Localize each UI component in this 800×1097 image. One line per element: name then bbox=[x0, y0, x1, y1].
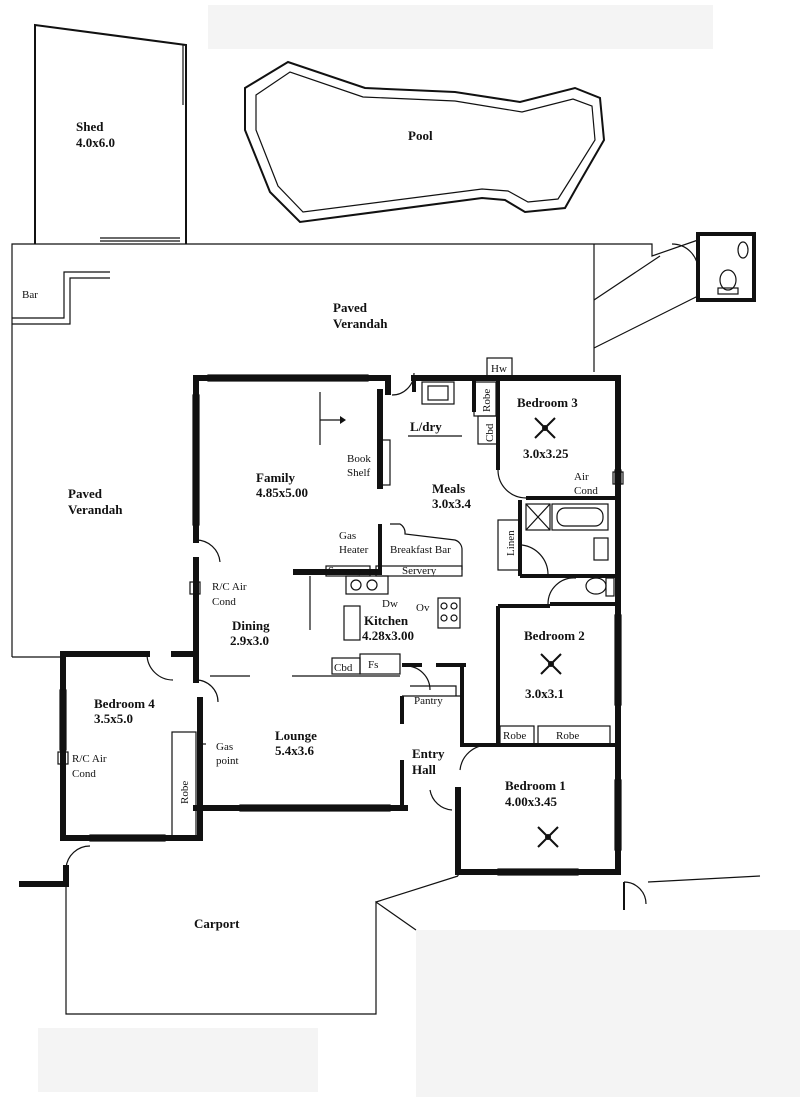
meals-size: 3.0x3.4 bbox=[432, 496, 472, 511]
rc-air-b4-line2: Cond bbox=[72, 768, 96, 780]
bookshelf-line2: Shelf bbox=[347, 467, 371, 479]
rc-air-unit-b4-icon bbox=[57, 751, 69, 765]
outdoor-toilet bbox=[671, 232, 756, 302]
servery-right-label: Servery bbox=[402, 565, 437, 577]
fs-label: Fs bbox=[368, 659, 378, 671]
meals-label: Meals bbox=[432, 481, 465, 496]
carport-label: Carport bbox=[194, 916, 240, 931]
robe2a-label: Robe bbox=[503, 730, 526, 742]
rc-air-b4-line1: R/C Air bbox=[72, 753, 107, 765]
kitchen-size: 4.28x3.00 bbox=[362, 628, 414, 643]
entry-hall-line2: Hall bbox=[412, 762, 436, 777]
air-cond-unit-icon bbox=[612, 471, 624, 485]
bedroom1-label: Bedroom 1 bbox=[505, 778, 566, 793]
verandah-outline: Bar Paved Verandah Paved Verandah bbox=[11, 239, 699, 658]
lounge-label: Lounge bbox=[275, 728, 317, 743]
servery-left-label: Servery bbox=[328, 565, 363, 577]
dining-size: 2.9x3.0 bbox=[230, 633, 269, 648]
ov-label: Ov bbox=[416, 602, 430, 614]
rc-air-line1: R/C Air bbox=[212, 581, 247, 593]
interior-walls: Robe Cbd Linen Robe Robe bbox=[65, 372, 618, 869]
dw-label: Dw bbox=[382, 598, 398, 610]
gas-point-line1: Gas bbox=[216, 741, 233, 753]
breakfast-bar-label: Breakfast Bar bbox=[390, 544, 451, 556]
pool-label: Pool bbox=[408, 128, 433, 143]
rc-air-line2: Cond bbox=[212, 596, 236, 608]
bedroom1-size: 4.00x3.45 bbox=[505, 794, 558, 809]
pool: Pool bbox=[244, 60, 606, 224]
entry-hall-line1: Entry bbox=[412, 746, 445, 761]
verandah-top-line1: Paved bbox=[333, 300, 368, 315]
shed-size: 4.0x6.0 bbox=[76, 135, 115, 150]
carport-outline bbox=[65, 872, 761, 1015]
kitchen-label: Kitchen bbox=[364, 613, 409, 628]
bookshelf-line1: Book bbox=[347, 453, 371, 465]
lounge-size: 5.4x3.6 bbox=[275, 743, 315, 758]
rc-air-unit-icon bbox=[189, 581, 201, 595]
gas-point-line2: point bbox=[216, 755, 239, 767]
cbd-label: Cbd bbox=[484, 423, 496, 442]
verandah-left-line1: Paved bbox=[68, 486, 103, 501]
house-walls: Hw bbox=[19, 357, 622, 887]
pantry-label: Pantry bbox=[414, 695, 443, 707]
bedroom4-size: 3.5x5.0 bbox=[94, 711, 133, 726]
bedroom2-label: Bedroom 2 bbox=[524, 628, 585, 643]
family-label: Family bbox=[256, 470, 295, 485]
cbd-kitchen-label: Cbd bbox=[334, 662, 353, 674]
bedroom3-size: 3.0x3.25 bbox=[523, 446, 569, 461]
shed-label: Shed bbox=[76, 119, 104, 134]
robe4-label: Robe bbox=[179, 781, 191, 804]
bar-label: Bar bbox=[22, 289, 38, 301]
family-size: 4.85x5.00 bbox=[256, 485, 308, 500]
laundry-label: L/dry bbox=[410, 419, 442, 434]
bedroom4-label: Bedroom 4 bbox=[94, 696, 155, 711]
air-cond-line2: Cond bbox=[574, 485, 598, 497]
robe2b-label: Robe bbox=[556, 730, 579, 742]
air-cond-line1: Air bbox=[574, 471, 589, 483]
shed: Shed 4.0x6.0 bbox=[34, 23, 187, 244]
hw-label: Hw bbox=[491, 363, 507, 375]
verandah-left-line2: Verandah bbox=[68, 502, 123, 517]
gas-heater-line2: Heater bbox=[339, 544, 369, 556]
dining-label: Dining bbox=[232, 618, 270, 633]
bedroom2-size: 3.0x3.1 bbox=[525, 686, 564, 701]
robe3-label: Robe bbox=[481, 389, 493, 412]
bedroom3-label: Bedroom 3 bbox=[517, 395, 578, 410]
linen-label: Linen bbox=[505, 530, 517, 556]
verandah-top-line2: Verandah bbox=[333, 316, 388, 331]
ceiling-fans bbox=[534, 417, 562, 848]
gas-heater-line1: Gas bbox=[339, 530, 356, 542]
